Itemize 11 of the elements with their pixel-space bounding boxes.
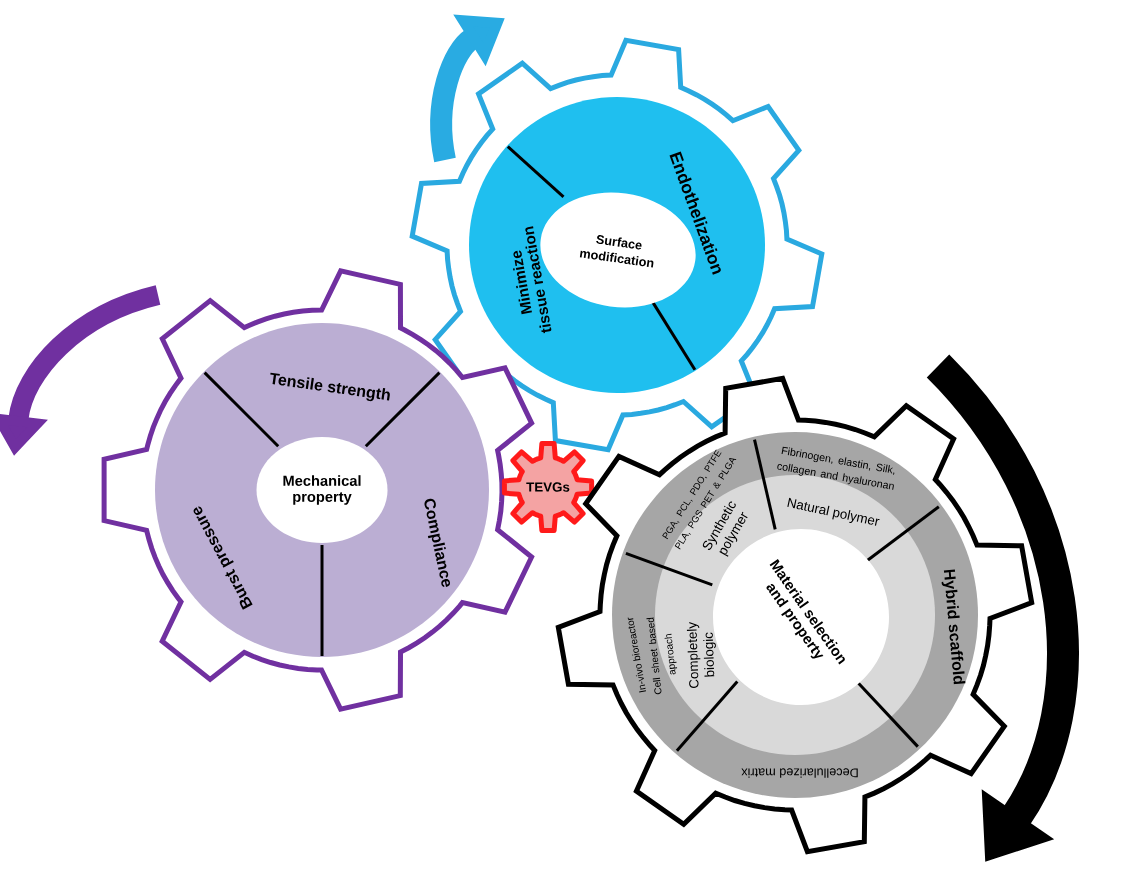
sector-label: Completely biologic	[686, 622, 716, 688]
sector-label: Decellularized matrix	[741, 768, 858, 778]
sector-label: Compliance	[424, 498, 451, 588]
hub-label: Mechanical property	[256, 437, 388, 543]
sector-label: In-vivo bioreactor	[627, 617, 646, 693]
sector-label: Tensile strength	[270, 372, 390, 402]
sector-label: Fibrinogen, elastin, Silk, collagen and hyaluronan	[777, 446, 895, 490]
star-badge: TEVGs	[501, 440, 595, 534]
sector-label: Cell sheet based approach	[646, 617, 678, 695]
sector-label: Natural polymer	[787, 497, 880, 526]
sector-label: Hybrid scaffold	[941, 569, 966, 685]
